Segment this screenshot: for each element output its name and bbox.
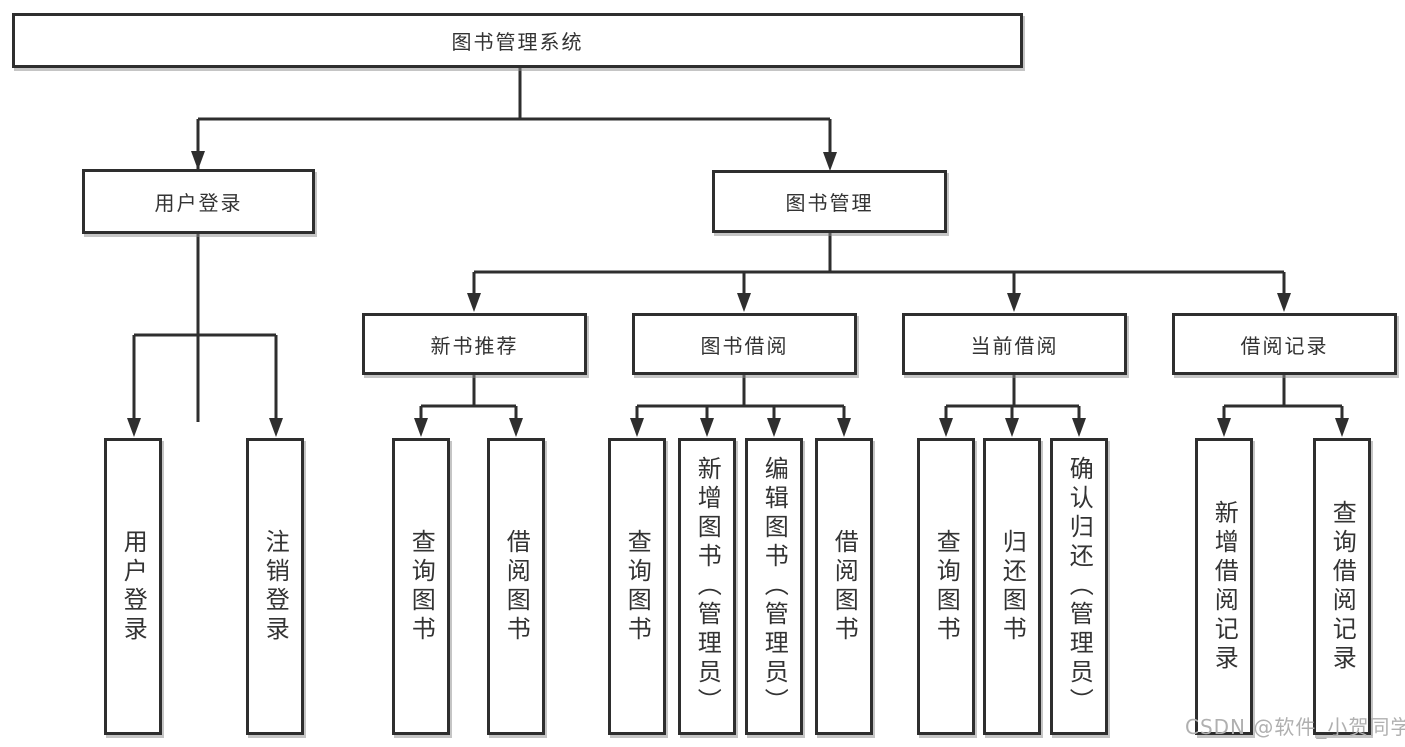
leaf-logout-login: 注销登录 [246,438,304,735]
leaf-user-login: 用户登录 [104,438,162,735]
arrowhead-icon [939,418,953,437]
node-label: 图书借阅 [700,333,789,358]
node-label: 用户登录 [154,191,243,215]
connector-lines [132,68,1344,422]
node-label: 图书管理 [785,191,874,215]
arrowhead-icon [737,293,751,312]
node-label: 借阅记录 [1240,333,1329,358]
leaf-label: 查询图书 [623,528,652,645]
node-new-book-recommendation: 新书推荐 [362,313,587,375]
node-current-borrowing: 当前借阅 [902,313,1127,375]
arrowhead-icon [700,418,714,437]
leaf-label: 用户登录 [119,528,148,645]
leaf-return-books: 归还图书 [983,438,1041,735]
arrowhead-icon [1072,418,1086,437]
node-user-login: 用户登录 [82,169,315,234]
arrowhead-icon [837,418,851,437]
leaf-label: 确认归还（管理员） [1065,456,1094,717]
arrowhead-icon [191,151,205,170]
leaf-confirm-return-admin: 确认归还（管理员） [1050,438,1108,735]
arrowhead-icon [630,418,644,437]
arrowhead-icon [414,418,428,437]
arrowhead-icon [767,418,781,437]
leaf-query-books: 查询图书 [392,438,450,735]
leaf-label: 归还图书 [998,528,1027,645]
arrowhead-icon [1277,293,1291,312]
arrowhead-icon [509,418,523,437]
node-borrow-records: 借阅记录 [1172,313,1397,375]
leaf-borrow-books: 借阅图书 [815,438,873,735]
node-book-management: 图书管理 [712,170,947,233]
leaf-query-books: 查询图书 [608,438,666,735]
leaf-label: 查询图书 [932,528,961,645]
leaf-label: 编辑图书（管理员） [760,456,789,717]
arrowhead-icon [467,293,481,312]
node-label: 新书推荐 [430,333,519,358]
arrowheads [127,151,1349,437]
leaf-query-books: 查询图书 [917,438,975,735]
leaf-label: 新增图书（管理员） [693,456,722,717]
arrowhead-icon [127,418,141,437]
leaf-label: 借阅图书 [830,528,859,645]
node-label: 图书管理系统 [451,30,584,54]
leaf-label: 查询图书 [407,528,436,645]
node-library-management-system: 图书管理系统 [12,13,1023,68]
arrowhead-icon [823,152,837,171]
leaf-add-books-admin: 新增图书（管理员） [678,438,736,735]
leaf-query-borrow-record: 查询借阅记录 [1313,438,1371,735]
leaf-label: 查询借阅记录 [1328,499,1357,674]
leaf-label: 新增借阅记录 [1210,499,1239,674]
node-book-borrowing: 图书借阅 [632,313,857,375]
leaf-edit-books-admin: 编辑图书（管理员） [745,438,803,735]
leaf-label: 借阅图书 [502,528,531,645]
arrowhead-icon [1007,293,1021,312]
csdn-watermark: CSDN @软件_小贺同学 [1185,715,1405,739]
arrowhead-icon [1335,418,1349,437]
arrowhead-icon [1005,418,1019,437]
leaf-borrow-books: 借阅图书 [487,438,545,735]
node-label: 当前借阅 [970,333,1059,358]
leaf-label: 注销登录 [261,528,290,645]
arrowhead-icon [1217,418,1231,437]
arrowhead-icon [269,418,283,437]
leaf-add-borrow-record: 新增借阅记录 [1195,438,1253,735]
